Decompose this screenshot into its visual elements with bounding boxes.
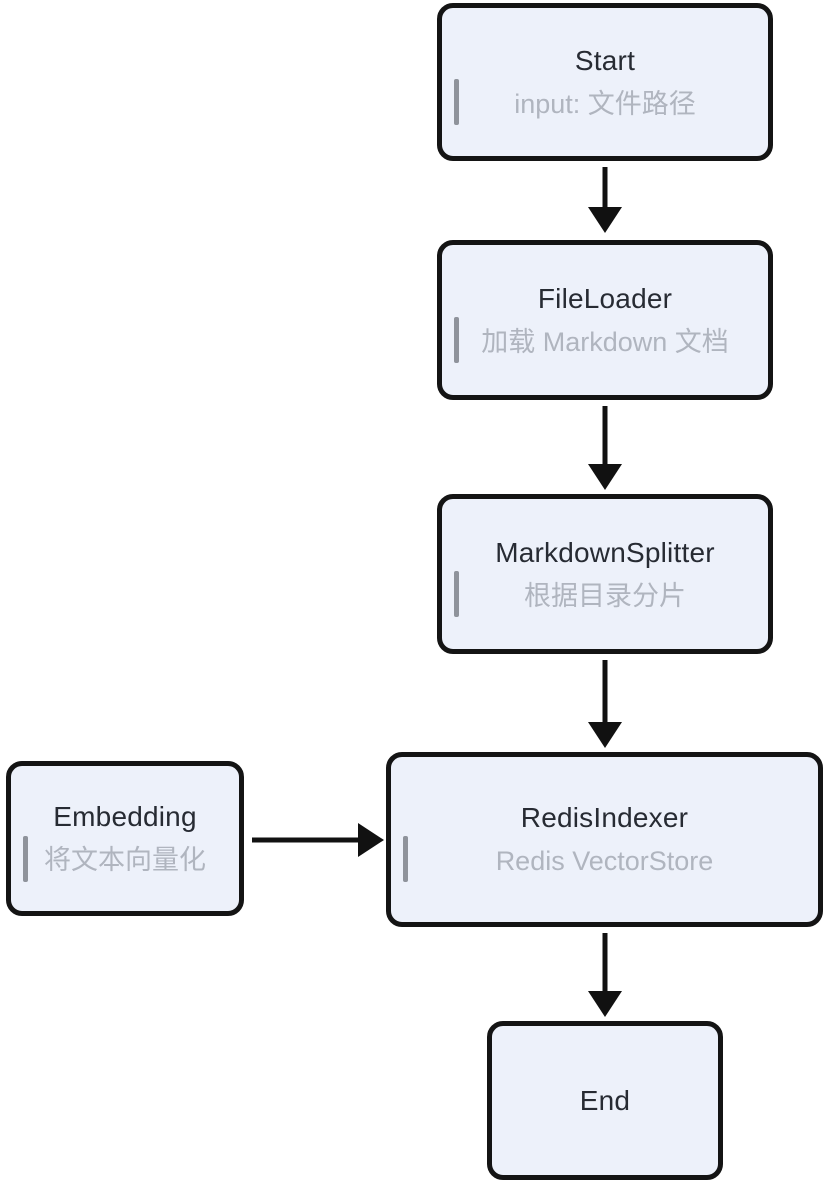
node-title: RedisIndexer bbox=[520, 802, 689, 833]
node-embedding: Embedding 将文本向量化 bbox=[6, 761, 244, 916]
node-title: FileLoader bbox=[537, 282, 673, 314]
subtitle-marker-bar bbox=[454, 79, 459, 126]
arrow-head-down-icon bbox=[588, 722, 622, 748]
subtitle-marker-bar bbox=[454, 571, 459, 617]
arrow-line bbox=[602, 167, 608, 210]
node-subtitle: 将文本向量化 bbox=[44, 845, 206, 875]
arrow-line bbox=[602, 933, 608, 994]
subtitle-marker-bar bbox=[454, 317, 459, 363]
edge-arrow-markdownsplitter-to-redisindexer bbox=[588, 660, 622, 748]
edge-arrow-start-to-fileloader bbox=[588, 167, 622, 233]
node-title: Embedding bbox=[53, 801, 197, 832]
node-title: MarkdownSplitter bbox=[495, 536, 715, 568]
node-subtitle: 加载 Markdown 文档 bbox=[481, 326, 729, 357]
arrow-head-down-icon bbox=[588, 207, 622, 233]
node-title: Start bbox=[574, 44, 636, 76]
node-start: Start input: 文件路径 bbox=[437, 3, 773, 161]
node-subtitle: 根据目录分片 bbox=[524, 580, 686, 611]
subtitle-marker-bar bbox=[23, 835, 28, 882]
arrow-head-right-icon bbox=[358, 823, 384, 857]
arrow-line bbox=[602, 660, 608, 725]
arrow-head-down-icon bbox=[588, 464, 622, 490]
arrow-line bbox=[602, 406, 608, 467]
arrow-line bbox=[252, 837, 361, 843]
edge-arrow-fileloader-to-markdownsplitter bbox=[588, 406, 622, 490]
node-title: End bbox=[579, 1084, 631, 1116]
edge-arrow-redisindexer-to-end bbox=[588, 933, 622, 1017]
node-redisindexer: RedisIndexer Redis VectorStore bbox=[386, 752, 823, 927]
node-subtitle: Redis VectorStore bbox=[495, 846, 714, 876]
node-end: End bbox=[487, 1021, 723, 1180]
node-markdownsplitter: MarkdownSplitter 根据目录分片 bbox=[437, 494, 773, 654]
subtitle-marker-bar bbox=[403, 836, 408, 883]
node-fileloader: FileLoader 加载 Markdown 文档 bbox=[437, 240, 773, 400]
arrow-head-down-icon bbox=[588, 991, 622, 1017]
node-subtitle: input: 文件路径 bbox=[514, 88, 696, 119]
edge-arrow-embedding-to-redisindexer bbox=[252, 823, 384, 857]
